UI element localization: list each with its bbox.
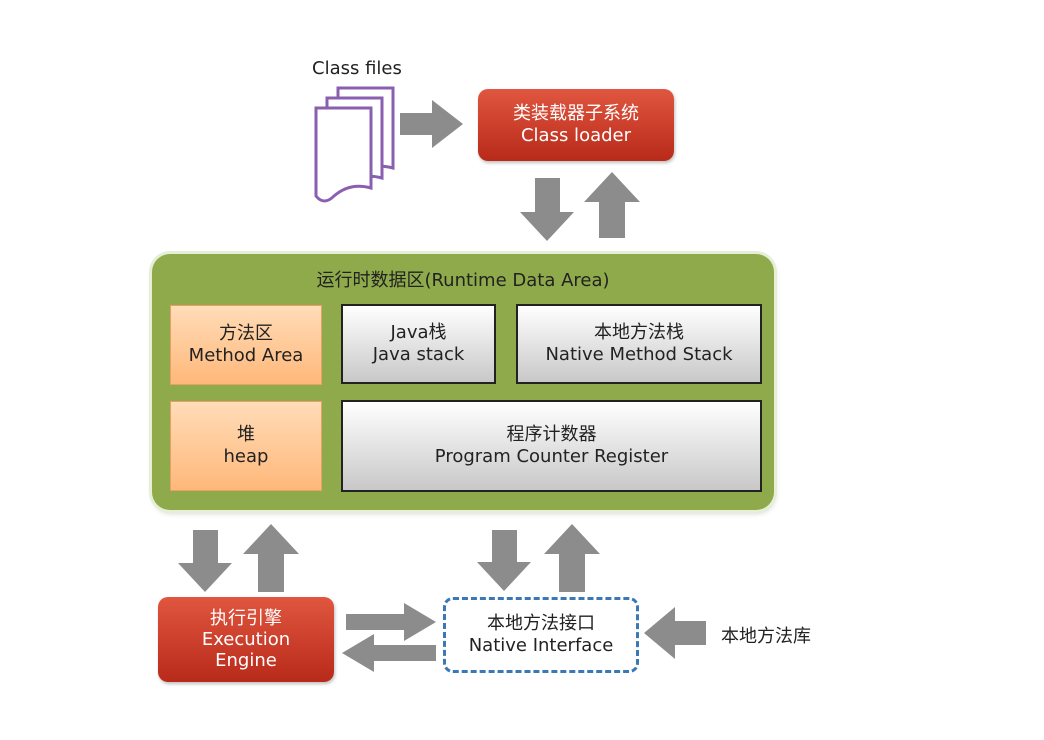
java-stack-box: Java栈 Java stack <box>341 304 496 384</box>
arrow-loader-down <box>520 178 574 241</box>
native-method-stack-en: Native Method Stack <box>545 344 733 365</box>
method-area-box: 方法区 Method Area <box>170 305 322 385</box>
native-interface-box: 本地方法接口 Native Interface <box>443 597 639 673</box>
arrow-engine-to-runtime-up <box>243 524 299 592</box>
execution-engine-en-1: Execution <box>201 629 291 650</box>
arrow-engine-to-native <box>346 603 436 641</box>
native-interface-cn: 本地方法接口 <box>487 613 595 634</box>
arrow-native-to-engine <box>342 634 436 672</box>
arrow-runtime-to-engine-down <box>178 530 232 592</box>
class-loader-box: 类装载器子系统 Class loader <box>478 89 674 161</box>
native-library-label: 本地方法库 <box>721 626 811 647</box>
class-loader-title-cn: 类装载器子系统 <box>513 103 639 124</box>
class-files-icon <box>314 86 395 203</box>
arrow-loader-up <box>584 172 640 238</box>
runtime-data-area-title: 运行时数据区(Runtime Data Area) <box>316 270 610 291</box>
runtime-data-area: 运行时数据区(Runtime Data Area) 方法区 Method Are… <box>152 254 774 510</box>
execution-engine-box: 执行引擎 Execution Engine <box>158 597 334 682</box>
native-method-stack-box: 本地方法栈 Native Method Stack <box>516 304 762 384</box>
arrow-runtime-to-native-down <box>477 530 531 591</box>
class-loader-title-en: Class loader <box>520 125 632 146</box>
heap-box: 堆 heap <box>170 401 322 491</box>
pc-register-en: Program Counter Register <box>434 446 669 467</box>
arrow-native-to-runtime-up <box>544 524 600 592</box>
arrow-files-to-loader <box>400 100 463 148</box>
class-files-label: Class files <box>312 58 402 79</box>
heap-cn: 堆 <box>237 424 255 445</box>
pc-register-cn: 程序计数器 <box>506 424 597 445</box>
java-stack-en: Java stack <box>372 344 465 365</box>
pc-register-box: 程序计数器 Program Counter Register <box>341 400 762 492</box>
execution-engine-cn: 执行引擎 <box>210 608 282 629</box>
native-method-stack-cn: 本地方法栈 <box>594 322 684 343</box>
arrow-library-to-native <box>644 607 706 659</box>
heap-en: heap <box>223 446 269 467</box>
execution-engine-en-2: Engine <box>215 650 277 671</box>
method-area-en: Method Area <box>188 345 304 366</box>
java-stack-cn: Java栈 <box>390 322 447 343</box>
native-interface-en: Native Interface <box>468 635 614 656</box>
method-area-cn: 方法区 <box>219 323 273 344</box>
